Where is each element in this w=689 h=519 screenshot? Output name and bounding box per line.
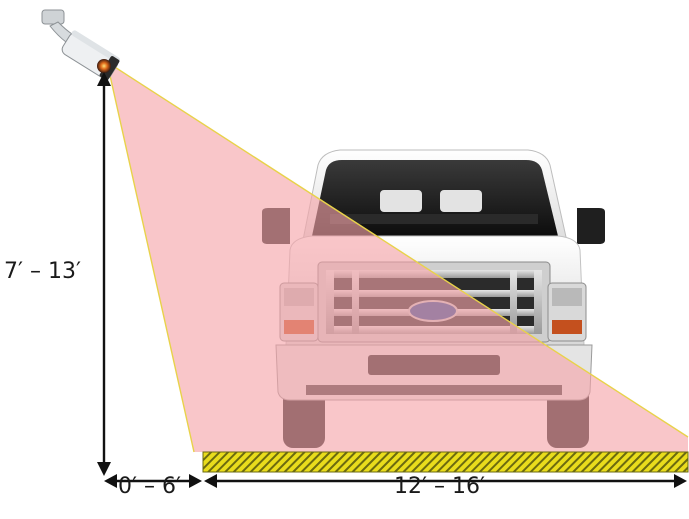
far-distance-arrow: [204, 474, 687, 488]
seat-right: [440, 190, 482, 212]
height-label: 7′ – 13′: [4, 259, 81, 284]
seat-left: [380, 190, 422, 212]
fov-upper-edge: [106, 61, 689, 438]
near-distance-arrow: [104, 474, 202, 488]
detection-zone-strip: [202, 451, 689, 473]
security-camera-icon: [41, 9, 121, 81]
far-distance-label: 12′ – 16′: [394, 474, 485, 499]
fov-lower-edge: [106, 61, 195, 453]
right-mirror: [577, 208, 605, 244]
height-dimension-arrow: [97, 72, 111, 476]
right-turn-signal: [552, 320, 582, 334]
near-distance-label: 0′ – 6′: [118, 474, 181, 499]
camera-field-of-view: [107, 62, 688, 452]
dashboard: [330, 214, 538, 224]
right-headlight-lens: [552, 288, 582, 306]
